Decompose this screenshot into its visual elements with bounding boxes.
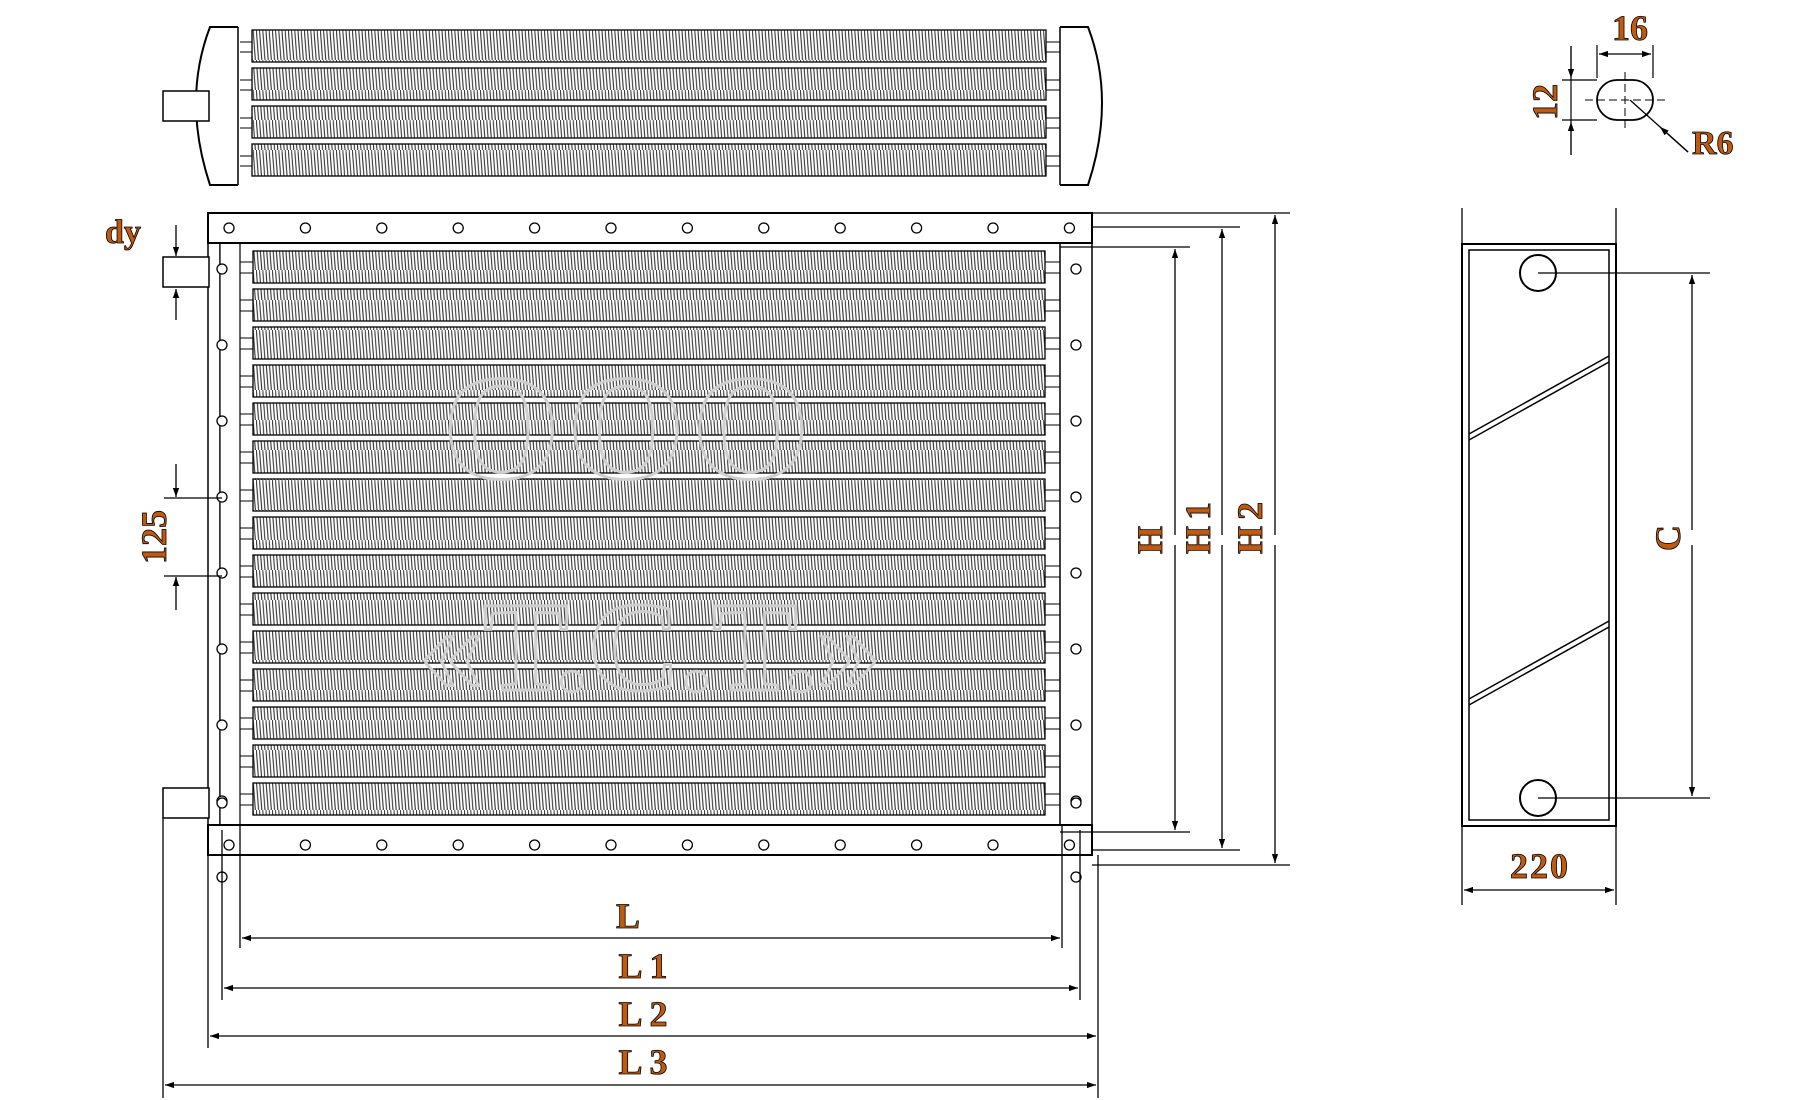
inlet-nozzle: [162, 256, 210, 288]
hole: [216, 643, 228, 655]
front-tube: [252, 250, 1046, 284]
hole: [1070, 263, 1082, 275]
label-L: L: [616, 896, 640, 936]
hole: [910, 222, 923, 234]
hole: [1070, 567, 1082, 579]
hole: [216, 263, 228, 275]
hole: [1070, 797, 1082, 809]
front-tube: [252, 706, 1046, 740]
label-side-depth: 220: [1510, 846, 1570, 886]
hole: [299, 222, 312, 234]
label-L3: L 3: [618, 1042, 667, 1082]
front-dimensions: [162, 212, 1290, 1098]
hole: [834, 222, 846, 234]
label-slot-radius: R6: [1692, 125, 1734, 162]
front-tube: [252, 744, 1046, 778]
front-tube: [252, 630, 1046, 664]
hole: [223, 839, 235, 851]
top-nozzle: [162, 90, 210, 122]
top-tube: [251, 67, 1047, 101]
label-center-distance: C: [1648, 525, 1688, 551]
hole: [1070, 719, 1082, 731]
top-tube: [251, 29, 1047, 63]
front-tube: [252, 554, 1046, 588]
hole: [376, 839, 388, 851]
top-flange: [207, 212, 1093, 244]
label-H: H: [1130, 526, 1170, 554]
top-tube: [251, 143, 1047, 177]
hole: [528, 839, 541, 851]
hole: [987, 222, 999, 234]
hole: [216, 797, 228, 809]
front-dimension-labels: dy 125 H H1 H2 L L 1 L 2 L 3: [105, 214, 1271, 1083]
side-view: [1461, 208, 1710, 905]
hole: [681, 222, 694, 234]
side-labels: C 220: [1510, 525, 1689, 887]
label-dy: dy: [105, 214, 141, 251]
mounting-holes: [216, 222, 1082, 883]
hole: [910, 839, 923, 851]
hole: [1070, 643, 1082, 655]
front-tube: [252, 364, 1046, 398]
side-frame-inner: [1468, 249, 1610, 821]
hole: [528, 222, 541, 234]
outlet-nozzle: [162, 787, 210, 819]
front-view-tubes: [240, 250, 1060, 816]
hole: [299, 839, 312, 851]
front-tube: [252, 402, 1046, 436]
label-L1: L 1: [618, 946, 667, 986]
hole: [758, 222, 770, 234]
label-slot-height: 12: [1525, 84, 1565, 120]
label-H2: H2: [1230, 496, 1270, 554]
label-pitch: 125: [134, 510, 174, 564]
front-tube: [252, 288, 1046, 322]
hole: [223, 222, 235, 234]
hole: [1070, 491, 1082, 503]
side-frame-outer: [1461, 243, 1617, 827]
hole: [376, 222, 388, 234]
front-tube: [252, 326, 1046, 360]
front-tube: [252, 440, 1046, 474]
label-H1: H1: [1178, 496, 1218, 554]
watermark-line2: «Т.С.Т.»: [419, 576, 881, 718]
hole: [987, 839, 999, 851]
bottom-flange: [207, 824, 1093, 856]
front-view: [162, 212, 1093, 883]
hole: [605, 222, 617, 234]
hole: [1070, 339, 1082, 351]
top-view-tubes: [240, 29, 1060, 177]
hole: [605, 839, 617, 851]
front-tube: [252, 516, 1046, 550]
hole: [216, 339, 228, 351]
hole: [216, 719, 228, 731]
label-L2: L 2: [618, 994, 667, 1034]
front-tube: [252, 592, 1046, 626]
hole: [452, 839, 464, 851]
hole: [216, 491, 228, 503]
hole: [758, 839, 770, 851]
hole: [1063, 222, 1076, 234]
hole: [1070, 871, 1082, 883]
hole: [216, 415, 228, 427]
watermark: OOO «Т.С.Т.»: [418, 344, 883, 720]
front-tube: [252, 668, 1046, 702]
top-view: [162, 26, 1103, 186]
hole: [1063, 839, 1076, 851]
slot-labels: 16 12 R6: [1525, 8, 1734, 163]
front-tube: [252, 478, 1046, 512]
front-tube: [252, 782, 1046, 816]
hole: [452, 222, 464, 234]
watermark-line1: OOO: [443, 345, 817, 511]
label-slot-width: 16: [1612, 8, 1648, 48]
hole: [1070, 415, 1082, 427]
top-tube: [251, 105, 1047, 139]
hole: [681, 839, 694, 851]
slot-detail: [1562, 45, 1689, 155]
hole: [834, 839, 846, 851]
